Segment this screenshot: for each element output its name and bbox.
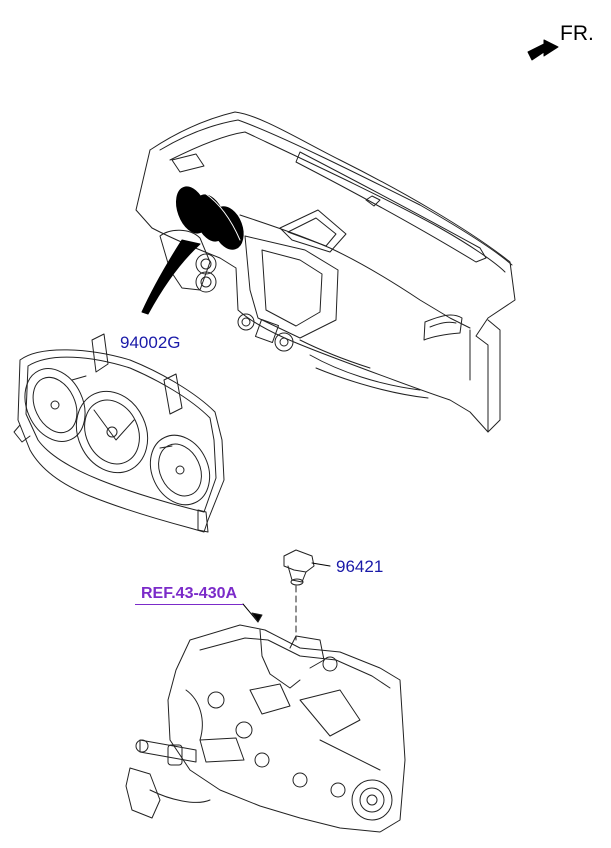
reference-link[interactable]: REF.43-430A (141, 585, 238, 602)
part-number-sensor[interactable]: 96421 (336, 557, 384, 576)
front-arrow-icon (527, 39, 559, 61)
reference-underline (135, 604, 243, 605)
dashboard-drawing (135, 111, 516, 433)
sensor-drawing (283, 549, 331, 641)
instrument-cluster-drawing (13, 333, 225, 533)
part-number-cluster[interactable]: 94002G (120, 333, 181, 352)
cluster-location-highlight (141, 186, 244, 315)
front-direction-label: FR. (560, 22, 594, 45)
transmission-drawing (125, 603, 406, 833)
